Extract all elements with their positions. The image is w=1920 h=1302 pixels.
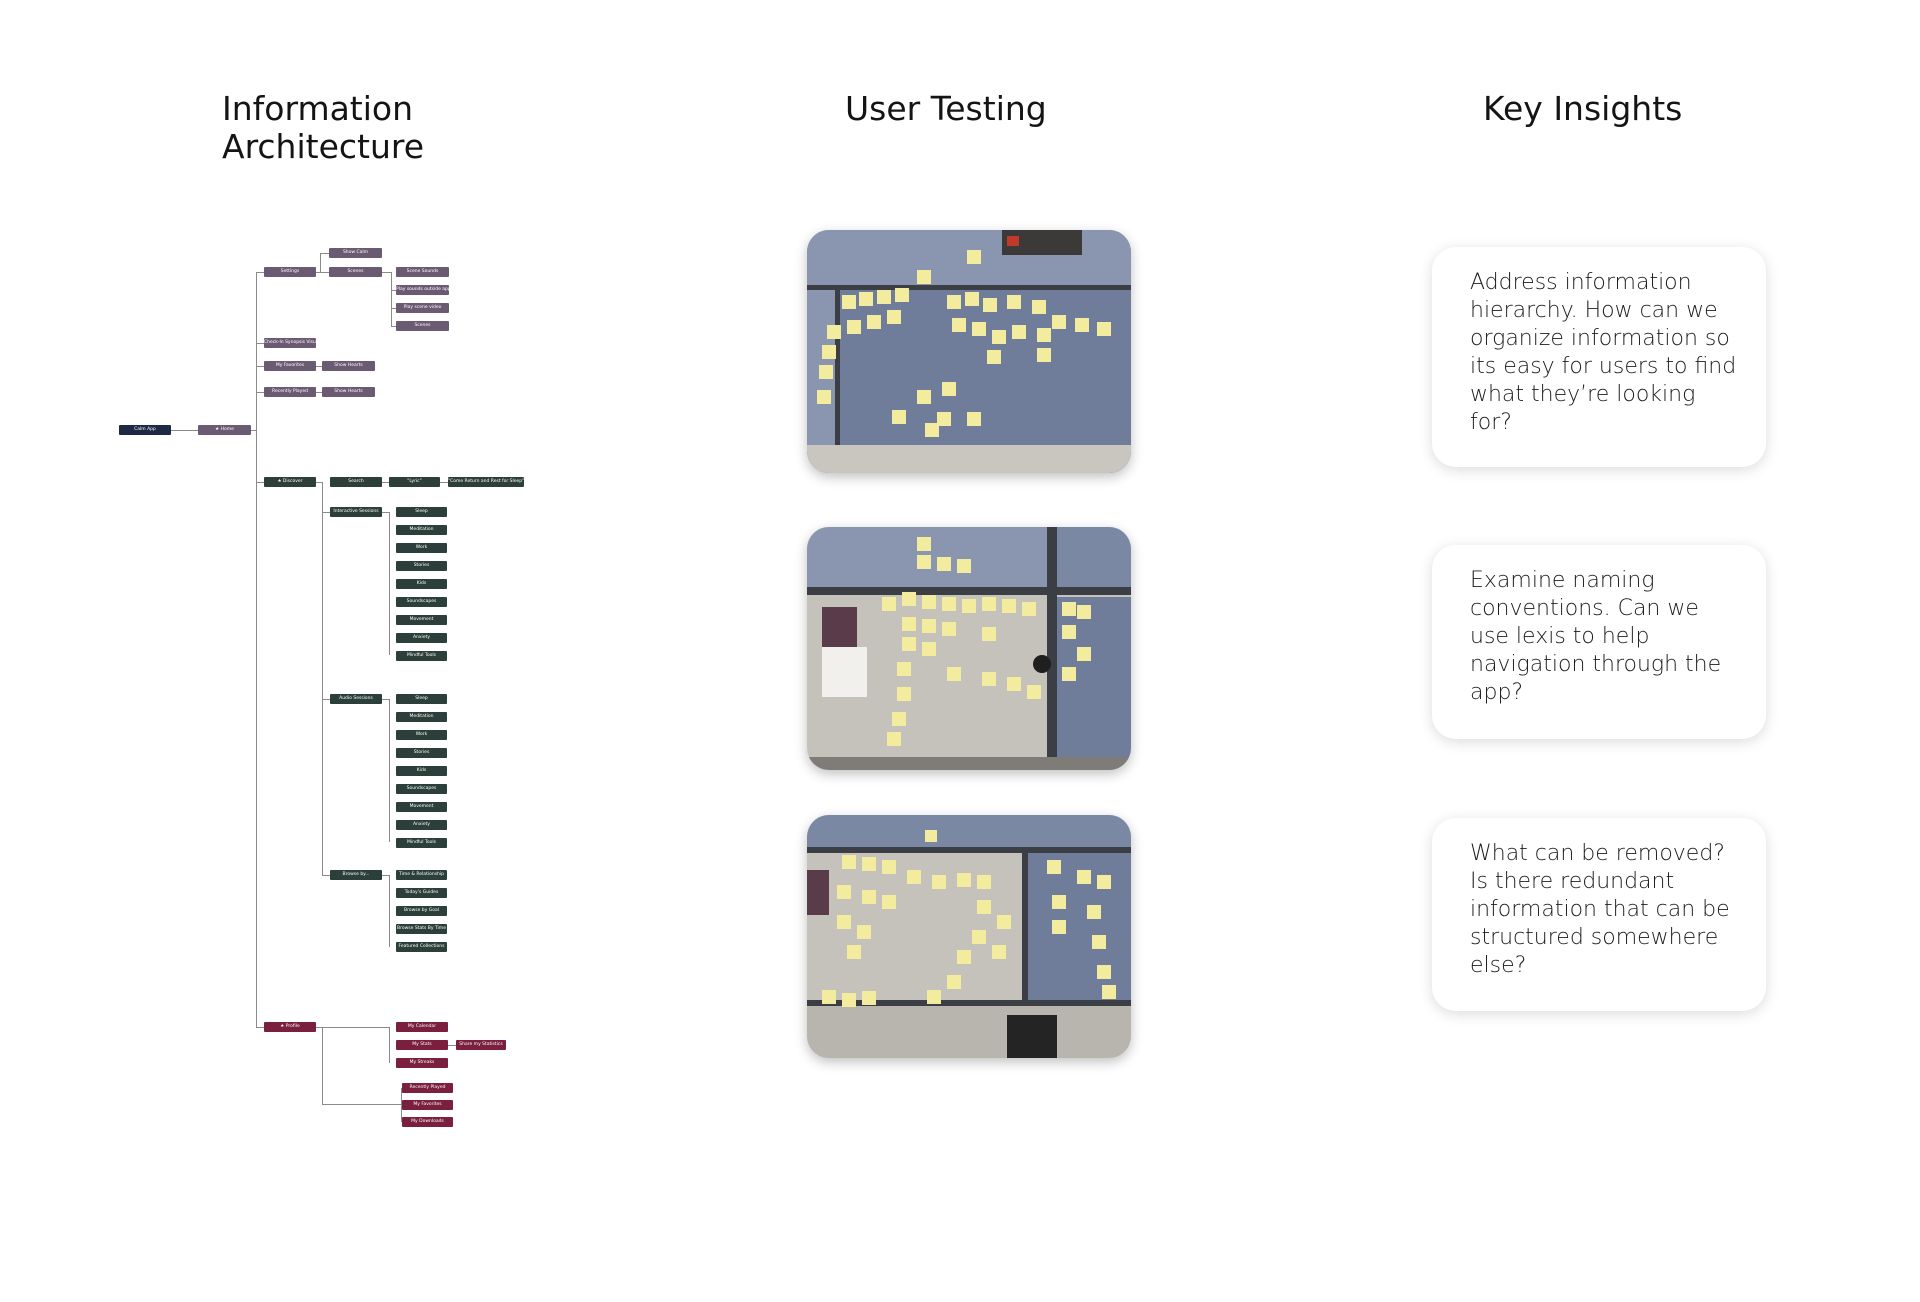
sitemap-node: Anxiety (396, 633, 447, 643)
sitemap-node: Show Hearts (322, 361, 375, 371)
user-testing-photo-1 (807, 230, 1131, 473)
sitemap-node: Featured Collections (396, 942, 447, 952)
sitemap-node: Stories (396, 561, 447, 571)
sitemap-node: Movement (396, 802, 447, 812)
insight-text: What can be removed? Is there redundant … (1470, 841, 1730, 978)
insight-card: Examine naming conventions. Can we use l… (1432, 545, 1766, 739)
sitemap-node: Time & Relationship (396, 870, 447, 880)
insight-card: What can be removed? Is there redundant … (1432, 818, 1766, 1011)
sitemap-node: Browse by Goal (396, 906, 447, 916)
sitemap-node: Meditation (396, 525, 447, 535)
key-insights-heading: Key Insights (1483, 89, 1683, 128)
sitemap-node: Recently Played (264, 387, 316, 397)
information-architecture-heading: Information Architecture (222, 89, 425, 166)
user-testing-photo-3 (807, 815, 1131, 1058)
sitemap-node: Browse Stats By Time (396, 924, 447, 934)
sitemap-node: Play sounds outside app (396, 285, 449, 295)
sitemap-node: Mindful Tools (396, 838, 447, 848)
sitemap-node-search: Search (330, 477, 382, 487)
sitemap-node-audio-sessions: Audio Sessions (330, 694, 382, 704)
sitemap-node: Check-In Synopsis Visual (264, 338, 316, 348)
sitemap-node-profile: ★ Profile (264, 1022, 316, 1032)
sitemap-node: My Downloads (402, 1117, 453, 1127)
sitemap-node: Scenes (396, 321, 449, 331)
sitemap-node: "Lyric" (389, 477, 440, 487)
sitemap-node: Show Calm (329, 248, 382, 258)
sitemap-node: Sleep (396, 507, 447, 517)
sitemap-node: My Stats (396, 1040, 448, 1050)
sitemap-node: My Favorites (264, 361, 316, 371)
sitemap-node: Play scene video (396, 303, 449, 313)
sitemap-node-settings: Settings (264, 267, 316, 277)
sitemap-node: Kids (396, 766, 447, 776)
sitemap-node-browse-by: Browse by... (330, 870, 382, 880)
sitemap-node: Scene Sounds (396, 267, 449, 277)
sitemap-node: My Streaks (396, 1058, 448, 1068)
sitemap-node: Sleep (396, 694, 447, 704)
sitemap-node: Anxiety (396, 820, 447, 830)
sitemap-node: Work (396, 543, 447, 553)
sitemap-node-interactive-sessions: Interactive Sessions (330, 507, 382, 517)
sitemap-node: Soundscapes (396, 784, 447, 794)
user-testing-photo-2 (807, 527, 1131, 770)
sitemap-node: Recently Played (402, 1083, 453, 1093)
sitemap-node: Meditation (396, 712, 447, 722)
sitemap-node-root: Calm App (119, 425, 171, 435)
insight-text: Address information hierarchy. How can w… (1470, 270, 1737, 435)
sitemap-node-discover: ★ Discover (264, 477, 316, 487)
sitemap-node: Mindful Tools (396, 651, 447, 661)
insight-text: Examine naming conventions. Can we use l… (1470, 568, 1722, 705)
sitemap-node: My Favorites (402, 1100, 453, 1110)
sitemap-node: Today's Guides (396, 888, 447, 898)
sitemap-node: Show Hearts (322, 387, 375, 397)
insight-card: Address information hierarchy. How can w… (1432, 247, 1766, 467)
sitemap-node: Share my Statistics (456, 1040, 506, 1050)
sitemap-node: Soundscapes (396, 597, 447, 607)
sitemap-node: Work (396, 730, 447, 740)
sitemap-node: Scenes (329, 267, 382, 277)
sitemap-node: Stories (396, 748, 447, 758)
sitemap-node: My Calendar (396, 1022, 448, 1032)
sitemap-diagram: Calm App ★ Home Settings Show Calm Scene… (0, 0, 600, 1302)
sitemap-node: Movement (396, 615, 447, 625)
sitemap-node: "Come Return and Rest for Sleep" (448, 477, 524, 487)
user-testing-heading: User Testing (845, 89, 1047, 128)
sitemap-node-home: ★ Home (198, 425, 251, 435)
sitemap-node: Kids (396, 579, 447, 589)
